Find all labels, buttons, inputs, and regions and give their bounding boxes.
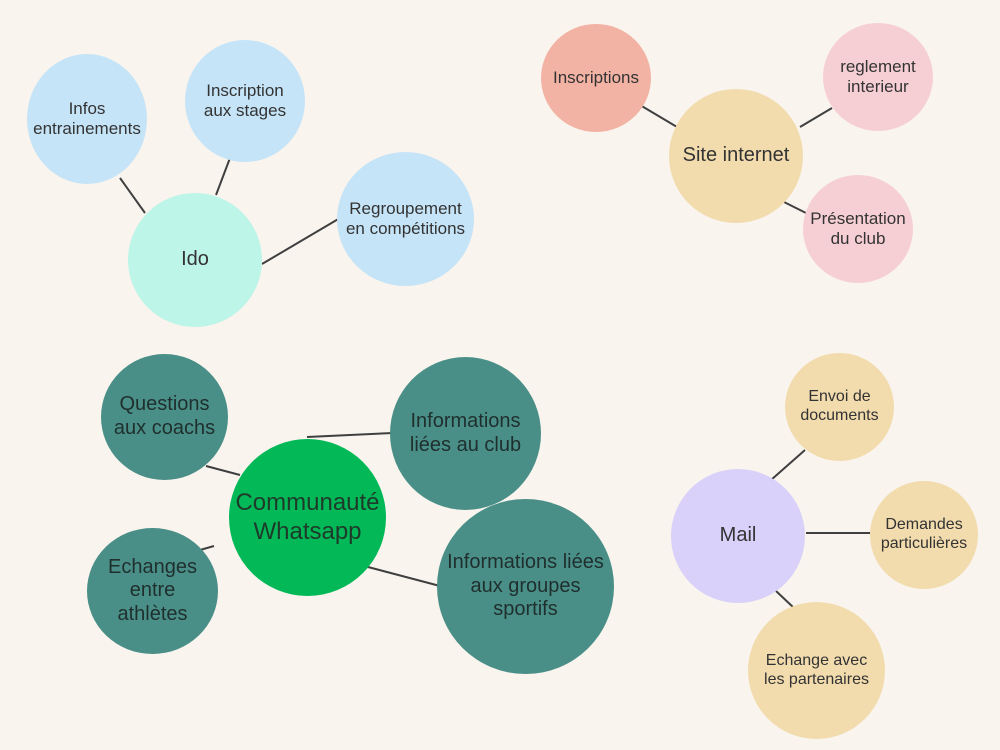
- node-regroupement-competitions: Regroupement en compétitions: [337, 152, 474, 286]
- node-presentation-club: Présentation du club: [803, 175, 913, 283]
- node-echanges-athletes: Echanges entre athlètes: [87, 528, 218, 654]
- connector-ido-regroupement: [261, 217, 341, 265]
- node-informations-groupes-sportifs: Informations liées aux groupes sportifs: [437, 499, 614, 674]
- node-inscriptions: Inscriptions: [541, 24, 651, 132]
- connector-site-reglement: [799, 107, 833, 128]
- node-ido: Ido: [128, 193, 262, 327]
- connector-whatsapp-club: [306, 432, 394, 438]
- node-envoi-documents: Envoi de documents: [785, 353, 894, 461]
- connector-whatsapp-questions: [205, 465, 241, 476]
- node-site-internet: Site internet: [669, 89, 803, 223]
- node-infos-entrainements: Infos entrainements: [27, 54, 147, 184]
- node-questions-coachs: Questions aux coachs: [101, 354, 228, 480]
- node-communaute-whatsapp: Communauté Whatsapp: [229, 439, 386, 596]
- node-mail: Mail: [671, 469, 805, 603]
- node-demandes-particulieres: Demandes particulières: [870, 481, 978, 589]
- connector-mail-envoi: [770, 449, 806, 481]
- node-echange-partenaires: Echange avec les partenaires: [748, 602, 885, 739]
- node-reglement-interieur: reglement interieur: [823, 23, 933, 131]
- node-inscription-stages: Inscription aux stages: [185, 40, 305, 162]
- connector-ido-infos: [119, 177, 146, 214]
- connector-site-inscriptions: [639, 104, 678, 128]
- connector-mail-partenaires: [775, 590, 795, 609]
- node-informations-club: Informations liées au club: [390, 357, 541, 510]
- connector-whatsapp-groupes: [367, 566, 441, 587]
- connector-ido-stages: [215, 157, 231, 196]
- connector-site-presentation: [783, 201, 807, 214]
